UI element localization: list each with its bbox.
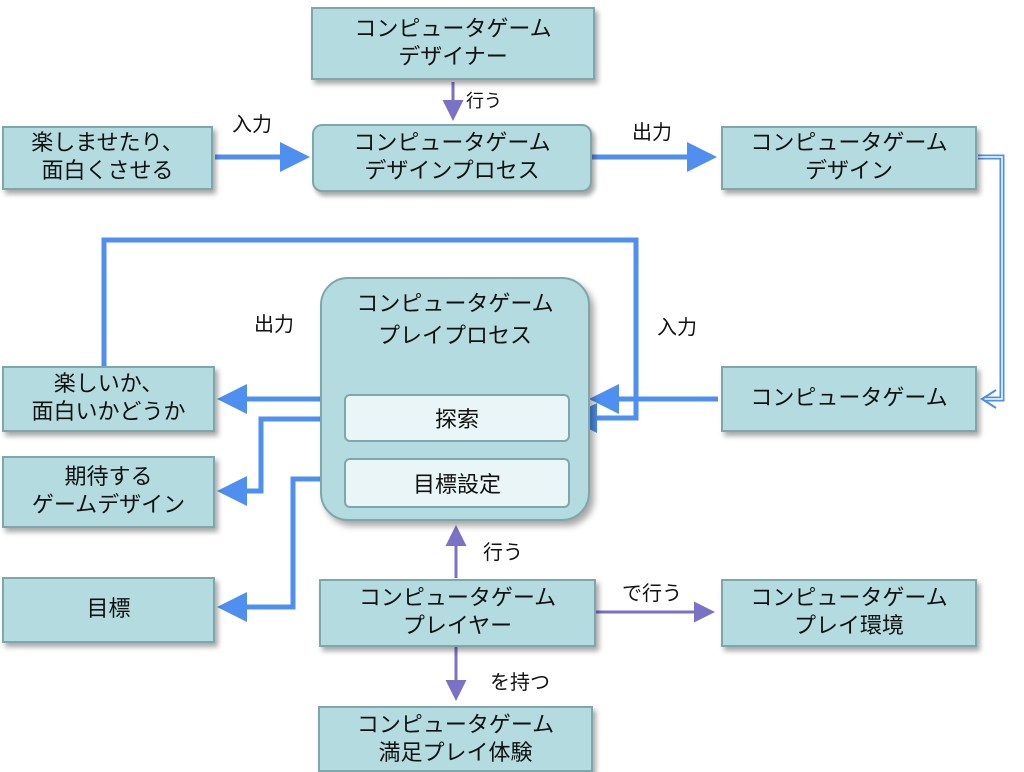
input-right-label: 入力 bbox=[657, 315, 697, 339]
play-process-title: コンピュータゲーム プレイプロセス bbox=[322, 289, 588, 353]
output-top-label: 出力 bbox=[632, 120, 672, 144]
game-design-line-2: デザイン bbox=[804, 159, 893, 184]
played-on-label: で行う bbox=[622, 581, 682, 605]
game-design-line-1: コンピュータゲーム bbox=[750, 131, 948, 156]
expected-design-line-2: ゲームデザイン bbox=[31, 493, 186, 518]
to-goal-arrow bbox=[217, 476, 340, 622]
play-env-line-2: プレイ環境 bbox=[793, 614, 904, 639]
design-to-game-connector bbox=[978, 154, 1005, 402]
experience-box: コンピュータゲーム 満足プレイ体験 bbox=[318, 706, 593, 772]
play-process-title-line-1: コンピュータゲーム bbox=[356, 292, 554, 317]
designer-line-1: コンピュータゲーム bbox=[354, 16, 552, 42]
expected-design-line-1: 期待する bbox=[64, 465, 153, 490]
fun-eval-box: 楽しいか、 面白いかどうか bbox=[2, 366, 215, 432]
explore-box: 探索 bbox=[344, 394, 570, 442]
fun-eval-line-2: 面白いかどうか bbox=[31, 400, 186, 425]
computer-game-box: コンピュータゲーム bbox=[721, 366, 977, 432]
design-process-box: コンピュータゲーム デザインプロセス bbox=[312, 124, 592, 192]
fun-eval-line-1: 楽しいか、 bbox=[53, 372, 164, 397]
play-process-title-line-2: プレイプロセス bbox=[377, 324, 532, 349]
has-label: を持つ bbox=[490, 670, 550, 694]
fun-input-box: 楽しませたり、 面白くさせる bbox=[2, 126, 213, 190]
input-top-label: 入力 bbox=[232, 112, 272, 136]
output-left-label: 出力 bbox=[254, 312, 294, 336]
computer-game-label: コンピュータゲーム bbox=[750, 386, 948, 411]
design-process-line-2: デザインプロセス bbox=[364, 159, 540, 184]
player-line-1: コンピュータゲーム bbox=[358, 586, 557, 611]
goal-box: 目標 bbox=[2, 577, 215, 643]
design-to-game-arrowhead bbox=[980, 389, 997, 409]
designer-does-label: 行う bbox=[466, 91, 502, 112]
play-env-box: コンピュータゲーム プレイ環境 bbox=[721, 579, 977, 647]
goal-label: 目標 bbox=[86, 597, 131, 622]
experience-line-1: コンピュータゲーム bbox=[356, 713, 555, 738]
eval-feedback-loop bbox=[101, 237, 639, 433]
player-line-2: プレイヤー bbox=[402, 614, 513, 639]
design-process-line-1: コンピュータゲーム bbox=[353, 131, 551, 156]
play-process-container: コンピュータゲーム プレイプロセス 探索 目標設定 bbox=[320, 277, 590, 521]
expected-design-box: 期待する ゲームデザイン bbox=[2, 456, 215, 528]
experience-line-2: 満足プレイ体験 bbox=[378, 741, 533, 766]
designer-line-2: デザイナー bbox=[398, 44, 508, 70]
fun-input-line-2: 面白くさせる bbox=[41, 159, 174, 184]
fun-input-line-1: 楽しませたり、 bbox=[31, 131, 184, 156]
to-expected-design-arrow bbox=[217, 416, 340, 506]
game-designer-box: コンピュータゲーム デザイナー bbox=[311, 7, 595, 80]
goal-setting-box: 目標設定 bbox=[344, 458, 570, 508]
player-box: コンピュータゲーム プレイヤー bbox=[319, 579, 596, 647]
player-does-label: 行う bbox=[483, 540, 523, 564]
design-to-game-connector-inner bbox=[978, 156, 1003, 400]
game-design-box: コンピュータゲーム デザイン bbox=[721, 126, 977, 190]
play-env-line-1: コンピュータゲーム bbox=[750, 586, 948, 611]
